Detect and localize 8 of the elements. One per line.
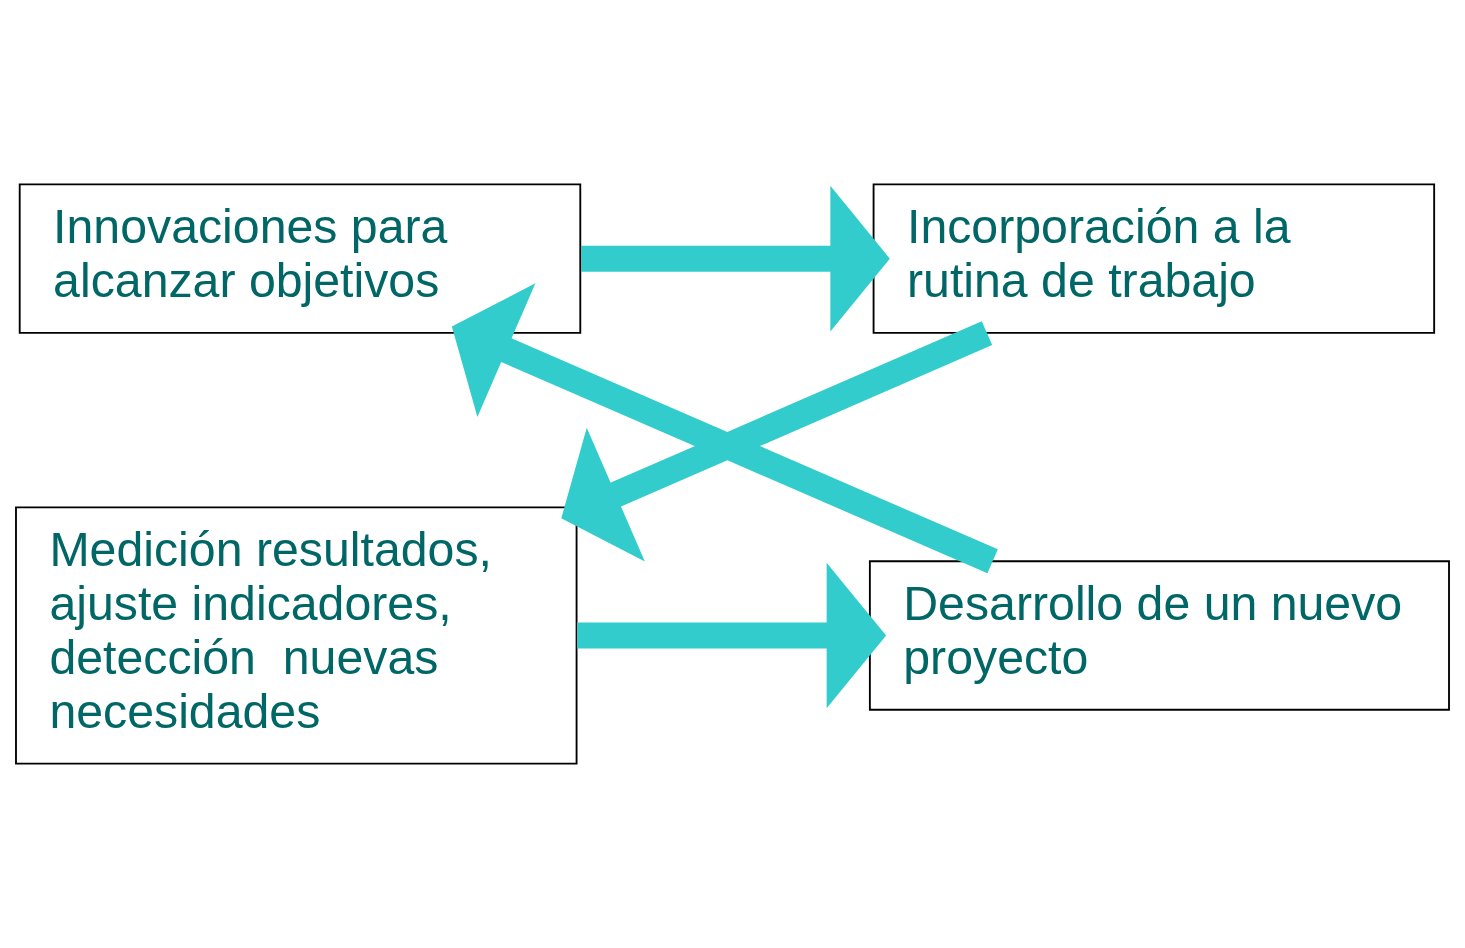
- node-box: Desarrollo de un nuevo proyecto: [868, 560, 1450, 711]
- arrow: [451, 283, 998, 574]
- arrow: [581, 185, 890, 332]
- arrow: [577, 562, 887, 709]
- node-box: Medición resultados, ajuste indicadores, detección nuevas necesidades: [15, 506, 578, 765]
- arrow: [561, 321, 993, 562]
- node-box: Innovaciones para alcanzar objetivos: [18, 183, 582, 334]
- node-box: Incorporación a la rutina de trabajo: [872, 183, 1436, 334]
